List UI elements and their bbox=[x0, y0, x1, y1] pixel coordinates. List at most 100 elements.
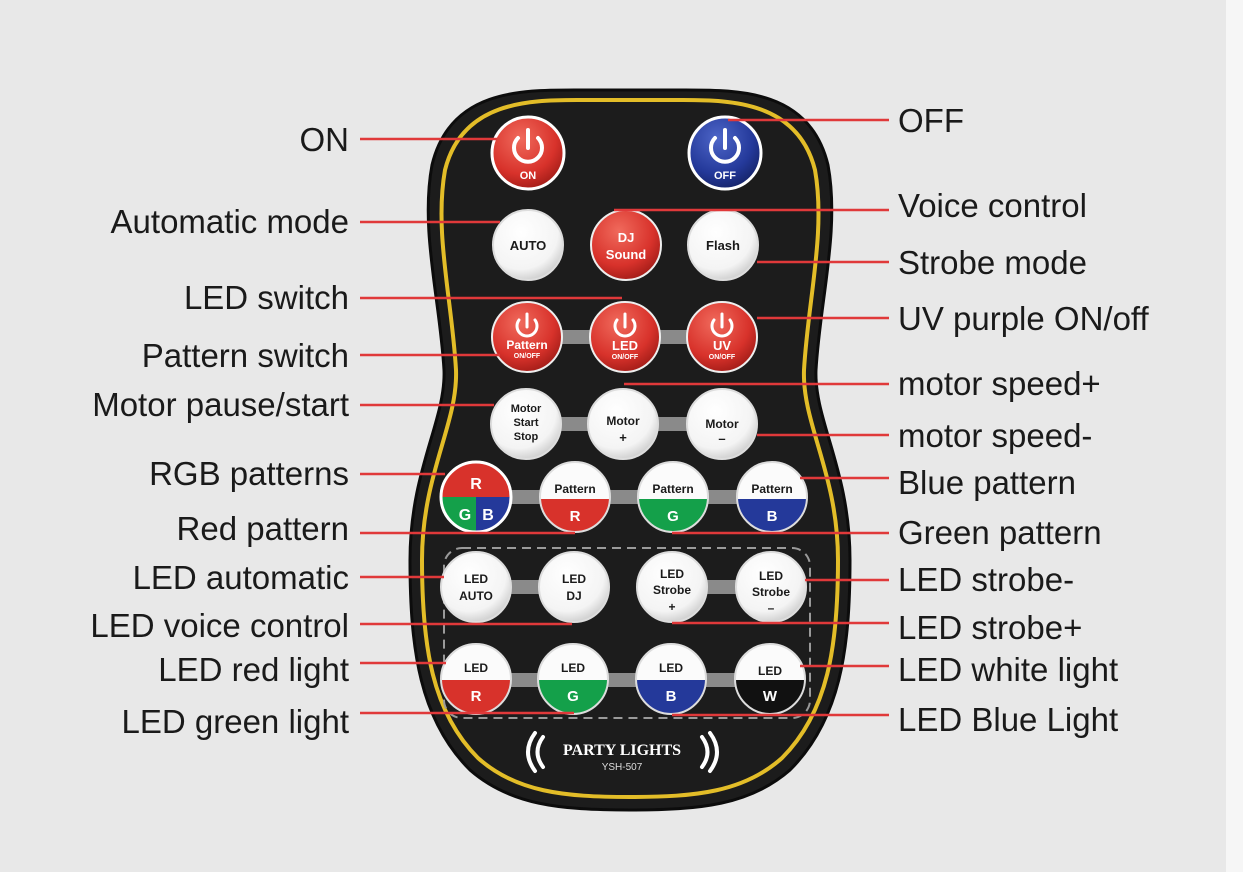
label-uv-purple: UV purple ON/off bbox=[898, 300, 1150, 337]
power-icon bbox=[515, 312, 539, 338]
right-margin bbox=[1226, 0, 1243, 872]
on-button-label: ON bbox=[520, 170, 537, 182]
led-section-outline bbox=[443, 547, 811, 719]
left-labels: ON Automatic mode LED switch Pattern swi… bbox=[90, 121, 349, 740]
label-led-switch: LED switch bbox=[184, 279, 349, 316]
label-on: ON bbox=[300, 121, 350, 158]
led-white-letter: W bbox=[763, 688, 778, 705]
power-icon bbox=[613, 312, 637, 338]
led-auto-button[interactable]: LED AUTO bbox=[440, 551, 512, 623]
motor-start-stop-label-1: Motor bbox=[511, 403, 542, 415]
motor-minus-sign: – bbox=[718, 431, 725, 446]
callout-lines bbox=[360, 118, 889, 717]
motor-plus-label: Motor bbox=[606, 414, 640, 428]
pattern-green-label: Pattern bbox=[652, 482, 693, 496]
led-white-label: LED bbox=[758, 664, 782, 678]
led-auto-label-2: AUTO bbox=[459, 589, 493, 603]
rgb-r-label: R bbox=[470, 476, 482, 493]
label-led-strobe-minus: LED strobe- bbox=[898, 561, 1074, 598]
label-led-blue-light: LED Blue Light bbox=[898, 701, 1118, 738]
label-green-pattern: Green pattern bbox=[898, 514, 1102, 551]
motor-minus-label: Motor bbox=[705, 417, 739, 431]
auto-button-label: AUTO bbox=[510, 238, 547, 253]
pattern-red-label: Pattern bbox=[554, 482, 595, 496]
label-motor-speed-plus: motor speed+ bbox=[898, 365, 1101, 402]
led-green-letter: G bbox=[567, 688, 579, 705]
signal-wave-icon bbox=[526, 731, 719, 773]
off-button-label: OFF bbox=[714, 170, 736, 182]
motor-plus-sign: + bbox=[619, 430, 627, 445]
power-icon bbox=[710, 312, 734, 338]
label-rgb-patterns: RGB patterns bbox=[149, 455, 349, 492]
auto-button[interactable]: AUTO bbox=[492, 209, 564, 281]
label-automatic-mode: Automatic mode bbox=[111, 203, 349, 240]
led-dj-label-2: DJ bbox=[566, 589, 581, 603]
right-labels: OFF Voice control Strobe mode UV purple … bbox=[898, 102, 1150, 738]
rgb-g-label: G bbox=[459, 507, 471, 524]
led-strobe-minus-label-2: Strobe bbox=[752, 585, 790, 599]
led-auto-label-1: LED bbox=[464, 572, 488, 586]
label-voice-control: Voice control bbox=[898, 187, 1087, 224]
led-dj-label-1: LED bbox=[562, 572, 586, 586]
label-strobe-mode: Strobe mode bbox=[898, 244, 1087, 281]
pattern-blue-letter: B bbox=[767, 508, 778, 525]
label-led-green-light: LED green light bbox=[122, 703, 349, 740]
led-red-label: LED bbox=[464, 661, 488, 675]
dj-sound-button[interactable]: DJ Sound bbox=[590, 209, 662, 281]
motor-plus-button[interactable]: Motor + bbox=[587, 388, 659, 460]
led-strobe-plus-label-2: Strobe bbox=[653, 583, 691, 597]
pattern-blue-label: Pattern bbox=[751, 482, 792, 496]
flash-button-label: Flash bbox=[706, 238, 740, 253]
dj-sound-label-2: Sound bbox=[606, 247, 646, 262]
led-strobe-minus-sign: – bbox=[768, 601, 775, 615]
uv-onoff-sublabel: ON/OFF bbox=[709, 354, 736, 361]
power-icon bbox=[512, 128, 544, 164]
led-strobe-plus-label-1: LED bbox=[660, 567, 684, 581]
model-number: YSH-507 bbox=[602, 762, 643, 773]
label-motor-speed-minus: motor speed- bbox=[898, 417, 1092, 454]
label-led-automatic: LED automatic bbox=[133, 559, 349, 596]
led-onoff-button[interactable]: LED ON/OFF bbox=[589, 301, 661, 373]
rgb-b-label: B bbox=[482, 507, 494, 524]
led-red-letter: R bbox=[471, 688, 482, 705]
label-led-red-light: LED red light bbox=[158, 651, 349, 688]
uv-onoff-label: UV bbox=[713, 338, 731, 353]
motor-start-stop-button[interactable]: Motor Start Stop bbox=[490, 388, 562, 460]
label-led-white-light: LED white light bbox=[898, 651, 1118, 688]
motor-start-stop-label-3: Stop bbox=[514, 431, 539, 443]
led-dj-button[interactable]: LED DJ bbox=[538, 551, 610, 623]
label-blue-pattern: Blue pattern bbox=[898, 464, 1076, 501]
on-button[interactable]: ON bbox=[490, 115, 566, 191]
motor-start-stop-label-2: Start bbox=[513, 417, 538, 429]
dj-sound-label-1: DJ bbox=[618, 230, 635, 245]
led-strobe-plus-sign: + bbox=[668, 600, 675, 614]
remote-trim bbox=[419, 98, 841, 800]
pattern-onoff-label: Pattern bbox=[506, 338, 547, 352]
led-green-label: LED bbox=[561, 661, 585, 675]
off-button[interactable]: OFF bbox=[687, 115, 763, 191]
led-strobe-minus-label-1: LED bbox=[759, 569, 783, 583]
label-motor-pause-start: Motor pause/start bbox=[92, 386, 349, 423]
uv-onoff-button[interactable]: UV ON/OFF bbox=[686, 301, 758, 373]
led-strobe-plus-button[interactable]: LED Strobe + bbox=[636, 551, 708, 623]
led-onoff-sublabel: ON/OFF bbox=[612, 354, 639, 361]
label-off: OFF bbox=[898, 102, 964, 139]
brand-name: PARTY LIGHTS bbox=[563, 742, 681, 759]
led-blue-label: LED bbox=[659, 661, 683, 675]
label-led-voice-control: LED voice control bbox=[90, 607, 349, 644]
pattern-red-letter: R bbox=[570, 508, 581, 525]
led-strobe-minus-button[interactable]: LED Strobe – bbox=[735, 551, 807, 623]
power-icon bbox=[709, 128, 741, 164]
led-onoff-label: LED bbox=[612, 338, 638, 353]
label-pattern-switch: Pattern switch bbox=[142, 337, 349, 374]
led-blue-letter: B bbox=[666, 688, 677, 705]
flash-button[interactable]: Flash bbox=[687, 209, 759, 281]
label-red-pattern: Red pattern bbox=[177, 510, 349, 547]
pattern-green-letter: G bbox=[667, 508, 679, 525]
motor-minus-button[interactable]: Motor – bbox=[686, 388, 758, 460]
pattern-onoff-button[interactable]: Pattern ON/OFF bbox=[491, 301, 563, 373]
pattern-onoff-sublabel: ON/OFF bbox=[514, 353, 541, 360]
label-led-strobe-plus: LED strobe+ bbox=[898, 609, 1082, 646]
